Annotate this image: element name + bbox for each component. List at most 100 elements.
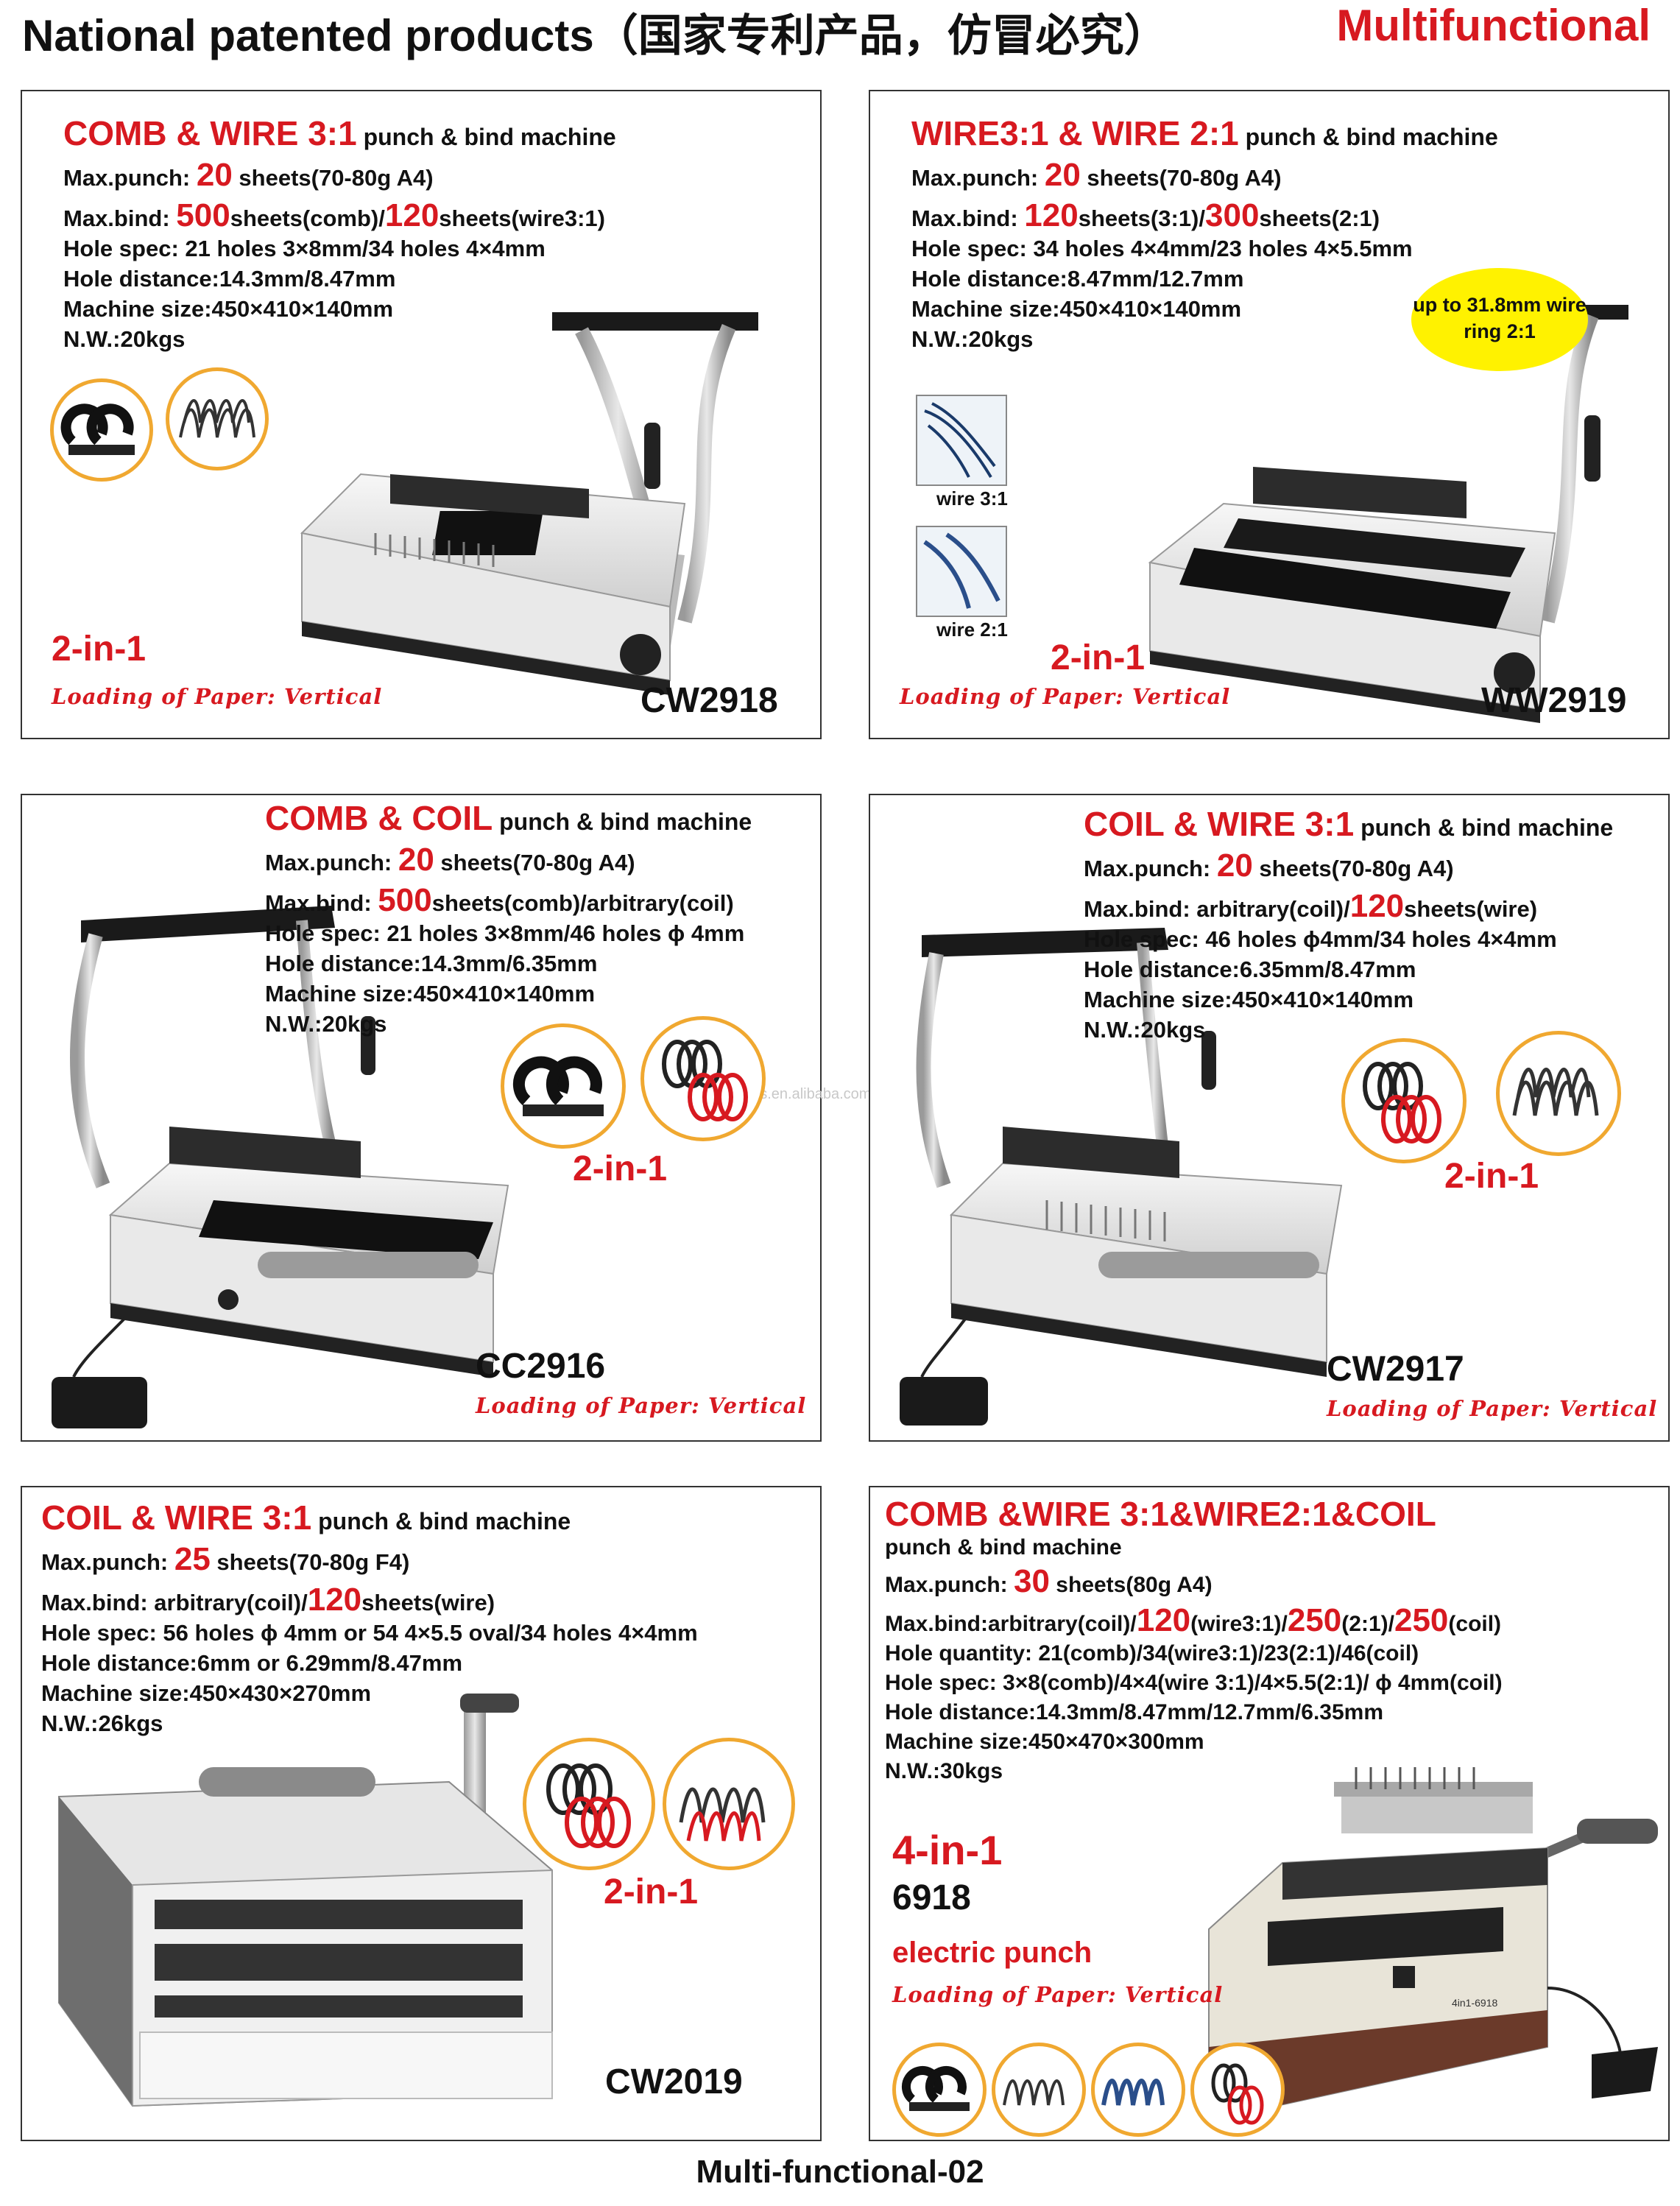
page-header-title: National patented products（国家专利产品，仿冒必究）	[22, 11, 1168, 60]
wire-3-1-label: wire 3:1	[936, 487, 1008, 510]
product-title: COMB &WIRE 3:1&WIRE2:1&COIL	[885, 1495, 1436, 1533]
model-number: CW2019	[605, 2062, 743, 2101]
max-punch: Max.punch: 20 sheets(70-80g A4)	[63, 157, 434, 193]
spec-block: COMB & WIRE 3:1 punch & bind machine Max…	[63, 110, 616, 354]
hole-spec: Hole spec: 3×8(comb)/4×4(wire 3:1)/4×5.5…	[885, 1671, 1503, 1695]
coil-binding-swatch	[1190, 2043, 1285, 2137]
net-weight: N.W.:20kgs	[1084, 1017, 1206, 1043]
product-panel-ww2919: WIRE3:1 & WIRE 2:1 punch & bind machine …	[869, 90, 1670, 739]
product-title: WIRE3:1 & WIRE 2:1 punch & bind machine	[911, 114, 1498, 152]
spec-block: COIL & WIRE 3:1 punch & bind machine Max…	[41, 1495, 698, 1738]
page-header-category: Multifunctional	[1336, 1, 1651, 50]
product-title: COIL & WIRE 3:1 punch & bind machine	[41, 1498, 571, 1537]
loading-note: Loading of Paper: Vertical	[900, 684, 1231, 709]
loading-note: Loading of Paper: Vertical	[892, 1982, 1224, 2007]
wire-3-1-swatch	[992, 2043, 1086, 2137]
net-weight: N.W.:20kgs	[911, 326, 1034, 352]
wire-2-1-swatch	[1091, 2043, 1185, 2137]
wire-binding-swatch	[663, 1738, 795, 1870]
product-panel-6918: COMB &WIRE 3:1&WIRE2:1&COIL punch & bind…	[869, 1486, 1670, 2141]
comb-binding-swatch	[50, 378, 153, 482]
hole-spec: Hole spec: 46 holes ϕ4mm/34 holes 4×4mm	[1084, 926, 1557, 952]
hole-spec: Hole spec: 34 holes 4×4mm/23 holes 4×5.5…	[911, 236, 1413, 261]
wire-3-1-swatch	[916, 395, 1007, 486]
max-bind: Max.bind: arbitrary(coil)/120sheets(wire…	[1084, 888, 1538, 924]
machine-size: Machine size:450×470×300mm	[885, 1730, 1204, 1754]
hole-spec: Hole spec: 56 holes ϕ 4mm or 54 4×5.5 ov…	[41, 1620, 698, 1646]
hole-quantity: Hole quantity: 21(comb)/34(wire3:1)/23(2…	[885, 1641, 1419, 1666]
electric-punch-label: electric punch	[892, 1937, 1093, 1969]
wire-binding-swatch	[166, 367, 269, 471]
max-bind: Max.bind: 500sheets(comb)/arbitrary(coil…	[265, 882, 734, 918]
net-weight: N.W.:26kgs	[41, 1710, 163, 1736]
net-weight: N.W.:20kgs	[63, 326, 186, 352]
binding-machine-image	[900, 920, 1371, 1439]
max-punch: Max.punch: 20 sheets(70-80g A4)	[265, 842, 635, 878]
max-punch: Max.punch: 20 sheets(70-80g A4)	[1084, 847, 1454, 884]
coil-binding-swatch	[1341, 1038, 1467, 1163]
max-bind: Max.bind:arbitrary(coil)/120(wire3:1)/25…	[885, 1602, 1502, 1638]
product-title: COMB & COIL punch & bind machine	[265, 799, 752, 837]
binding-machine-image	[37, 1679, 567, 2124]
product-panel-cw2019: COIL & WIRE 3:1 punch & bind machine Max…	[21, 1486, 822, 2141]
machine-size: Machine size:450×410×140mm	[63, 296, 394, 322]
comb-binding-swatch	[501, 1023, 626, 1149]
two-in-one-label: 2-in-1	[573, 1149, 668, 1188]
spec-block: WIRE3:1 & WIRE 2:1 punch & bind machine …	[911, 110, 1498, 354]
hole-distance: Hole distance:14.3mm/6.35mm	[265, 951, 598, 976]
hole-distance: Hole distance:14.3mm/8.47mm/12.7mm/6.35m…	[885, 1700, 1384, 1724]
hole-distance: Hole distance:6mm or 6.29mm/8.47mm	[41, 1650, 463, 1676]
comb-binding-swatch	[892, 2043, 987, 2137]
wire-2-1-swatch	[916, 526, 1007, 617]
product-title: COIL & WIRE 3:1 punch & bind machine	[1084, 805, 1614, 843]
binding-machine-image	[1179, 1767, 1665, 2139]
wire-ring-badge: up to 31.8mm wire ring 2:1	[1411, 268, 1588, 371]
model-number: CW2918	[640, 681, 778, 720]
wire-2-1-label: wire 2:1	[936, 619, 1008, 641]
product-panel-cw2918: COMB & WIRE 3:1 punch & bind machine Max…	[21, 90, 822, 739]
max-bind: Max.bind: arbitrary(coil)/120sheets(wire…	[41, 1582, 495, 1618]
loading-note: Loading of Paper: Vertical	[1327, 1396, 1658, 1421]
watermark-text: nofis.en.alibaba.com	[736, 1086, 872, 1102]
page-footer: Multi-functional-02	[696, 2154, 984, 2190]
model-number: CW2917	[1327, 1350, 1464, 1389]
wire-binding-swatch	[1496, 1031, 1621, 1156]
max-punch: Max.punch: 30 sheets(80g A4)	[885, 1563, 1213, 1599]
machine-plate: 4in1-6918	[1452, 1997, 1498, 2009]
model-number: CC2916	[476, 1347, 606, 1386]
max-punch: Max.punch: 20 sheets(70-80g A4)	[911, 157, 1282, 193]
hole-distance: Hole distance:8.47mm/12.7mm	[911, 266, 1244, 292]
four-in-one-label: 4-in-1	[892, 1827, 1003, 1873]
hole-spec: Hole spec: 21 holes 3×8mm/46 holes ϕ 4mm	[265, 920, 745, 946]
binding-machine-image	[1113, 297, 1658, 728]
model-number: WW2919	[1481, 681, 1627, 720]
two-in-one-label: 2-in-1	[52, 630, 147, 669]
hole-distance: Hole distance:14.3mm/8.47mm	[63, 266, 396, 292]
machine-size: Machine size:450×410×140mm	[911, 296, 1242, 322]
spec-block: COIL & WIRE 3:1 punch & bind machine Max…	[1084, 801, 1613, 1045]
spec-block: COMB & COIL punch & bind machine Max.pun…	[265, 795, 752, 1039]
loading-note: Loading of Paper: Vertical	[52, 684, 383, 709]
coil-binding-swatch	[523, 1738, 655, 1870]
max-punch: Max.punch: 25 sheets(70-80g F4)	[41, 1541, 410, 1577]
two-in-one-label: 2-in-1	[1444, 1157, 1539, 1196]
binding-machine-image	[272, 209, 802, 736]
binding-machine-image	[52, 906, 523, 1439]
product-panel-cw2917: COIL & WIRE 3:1 punch & bind machine Max…	[869, 794, 1670, 1442]
hole-spec: Hole spec: 21 holes 3×8mm/34 holes 4×4mm	[63, 236, 546, 261]
net-weight: N.W.:30kgs	[885, 1759, 1003, 1783]
spec-block: COMB &WIRE 3:1&WIRE2:1&COIL punch & bind…	[885, 1495, 1503, 1786]
product-panel-cc2916: COMB & COIL punch & bind machine Max.pun…	[21, 794, 822, 1442]
max-bind: Max.bind: 500sheets(comb)/120sheets(wire…	[63, 197, 606, 233]
product-subtitle: punch & bind machine	[885, 1535, 1122, 1560]
model-number: 6918	[892, 1878, 971, 1917]
coil-binding-swatch	[640, 1016, 766, 1141]
product-title: COMB & WIRE 3:1 punch & bind machine	[63, 114, 616, 152]
loading-note: Loading of Paper: Vertical	[476, 1393, 807, 1418]
machine-size: Machine size:450×410×140mm	[1084, 987, 1414, 1012]
max-bind: Max.bind: 120sheets(3:1)/300sheets(2:1)	[911, 197, 1380, 233]
hole-distance: Hole distance:6.35mm/8.47mm	[1084, 956, 1416, 982]
net-weight: N.W.:20kgs	[265, 1011, 387, 1037]
two-in-one-label: 2-in-1	[1051, 638, 1146, 677]
machine-size: Machine size:450×410×140mm	[265, 981, 596, 1007]
